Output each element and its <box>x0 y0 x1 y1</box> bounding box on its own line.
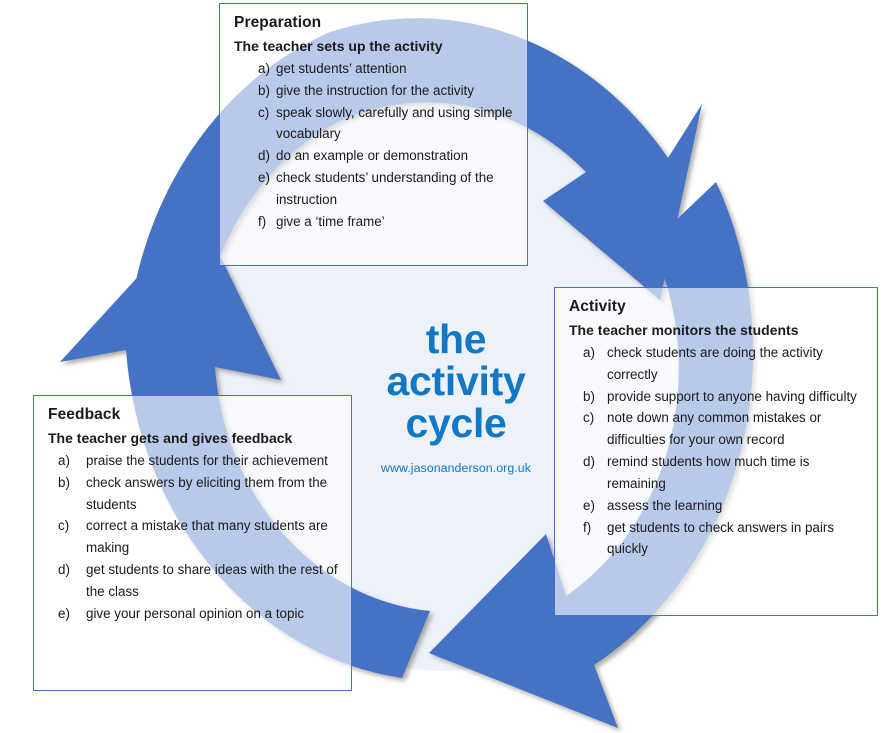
list-text: get students’ attention <box>276 60 407 76</box>
list-marker: c) <box>58 518 70 534</box>
list-marker: b) <box>258 82 270 98</box>
stage-panel-activity[interactable]: Activity The teacher monitors the studen… <box>554 287 878 616</box>
panel-list-feedback: a) praise the students for their achievem… <box>48 450 341 625</box>
list-marker: e) <box>58 605 70 621</box>
list-item: d) get students to share ideas with the r… <box>48 559 341 603</box>
list-item: d) remind students how much time is remai… <box>569 451 867 495</box>
list-marker: a) <box>258 60 270 76</box>
list-item: e) give your personal opinion on a topic <box>48 603 341 625</box>
panel-title-activity: Activity <box>569 298 626 315</box>
list-marker: a) <box>58 452 70 468</box>
list-marker: c) <box>258 104 270 120</box>
list-text: give the instruction for the activity <box>276 82 474 98</box>
list-marker: f) <box>583 519 592 535</box>
list-text: give your personal opinion on a topic <box>86 605 305 621</box>
list-text: get students to check answers in pairs q… <box>607 519 835 557</box>
list-item: e) check students’ understanding of the i… <box>234 167 517 211</box>
list-item: c) note down any common mistakes or diffi… <box>569 407 867 451</box>
list-text: check answers by eliciting them from the… <box>86 474 328 512</box>
list-marker: d) <box>258 148 270 164</box>
list-item: b) give the instruction for the activity <box>234 80 517 102</box>
list-text: give a ‘time frame’ <box>276 213 385 229</box>
panel-title-preparation: Preparation <box>234 14 322 31</box>
list-text: speak slowly, carefully and using simple… <box>276 104 513 142</box>
list-marker: a) <box>583 344 595 360</box>
panel-title-feedback: Feedback <box>48 406 121 423</box>
list-marker: d) <box>58 562 70 578</box>
panel-list-activity: a) check students are doing the activity … <box>569 342 867 560</box>
list-text: provide support to anyone having difficu… <box>607 388 857 404</box>
list-item: c) correct a mistake that many students a… <box>48 515 341 559</box>
list-text: assess the learning <box>607 497 723 513</box>
list-text: check students’ understanding of the ins… <box>276 170 494 207</box>
list-item: a) praise the students for their achievem… <box>48 450 341 472</box>
panel-subtitle-feedback: The teacher gets and gives feedback <box>48 429 293 446</box>
list-item: d) do an example or demonstration <box>234 145 517 167</box>
list-text: note down any common mistakes or difficu… <box>607 410 822 448</box>
list-text: check students are doing the activity co… <box>607 344 823 382</box>
list-marker: b) <box>58 474 70 490</box>
list-item: b) provide support to anyone having diffi… <box>569 386 867 408</box>
list-text: praise the students for their achievemen… <box>86 452 328 468</box>
stage-panel-preparation[interactable]: Preparation The teacher sets up the acti… <box>219 3 528 266</box>
panel-list-preparation: a) get students’ attention b) give the ins… <box>234 58 517 233</box>
list-item: a) check students are doing the activity … <box>569 342 867 386</box>
list-item: e) assess the learning <box>569 495 867 517</box>
list-marker: d) <box>583 454 595 470</box>
list-item: f) give a ‘time frame’ <box>234 211 517 233</box>
list-text: remind students how much time is remaini… <box>607 454 810 491</box>
list-marker: c) <box>583 410 595 426</box>
list-marker: e) <box>258 170 270 186</box>
list-text: do an example or demonstration <box>276 148 469 164</box>
panel-subtitle-preparation: The teacher sets up the activity <box>234 37 443 54</box>
list-item: f) get students to check answers in pairs… <box>569 517 867 561</box>
list-item: a) get students’ attention <box>234 58 517 80</box>
list-marker: f) <box>258 213 267 229</box>
panel-subtitle-activity: The teacher monitors the students <box>569 321 799 338</box>
list-text: correct a mistake that many students are… <box>86 518 328 556</box>
list-marker: e) <box>583 497 595 513</box>
arrow-segment-feedback <box>60 211 430 678</box>
list-text: get students to share ideas with the res… <box>86 562 338 599</box>
stage-panel-feedback[interactable]: Feedback The teacher gets and gives feed… <box>33 395 352 691</box>
list-marker: b) <box>583 388 595 404</box>
list-item: b) check answers by eliciting them from t… <box>48 472 341 516</box>
list-item: c) speak slowly, carefully and using simp… <box>234 102 517 146</box>
